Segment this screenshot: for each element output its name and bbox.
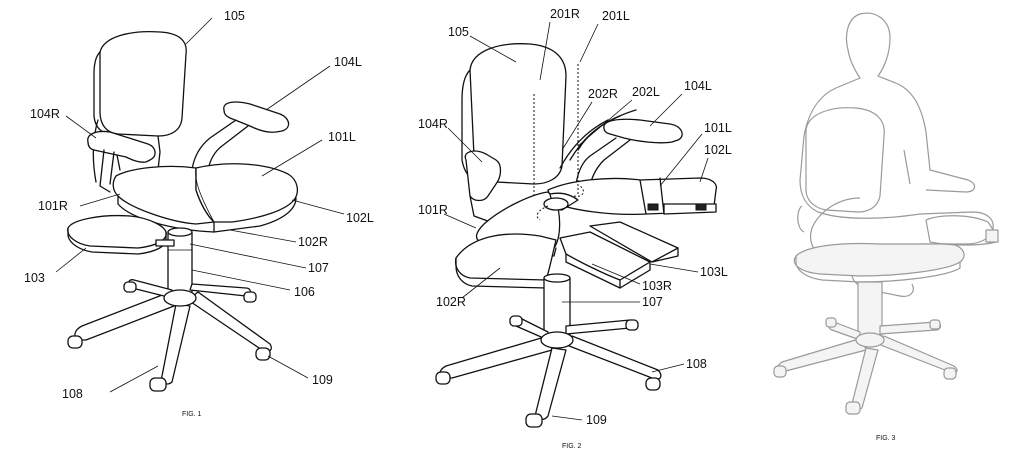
fig2-seat	[475, 177, 718, 257]
fig2-label: 103L	[700, 265, 728, 279]
fig2-reference-labels: 201R 201L 105 202R 202L 104L 104R 101L 1…	[418, 7, 732, 450]
fig1-reference-labels: 105 104L 104R 101L 101R 102L 102R 107 10…	[24, 9, 374, 418]
fig3-caption: FIG. 3	[876, 435, 896, 442]
fig1-label: 105	[224, 9, 245, 23]
fig1-backrest	[92, 30, 187, 183]
fig2-leg-support-right	[454, 233, 557, 289]
fig2-label: 104L	[684, 79, 712, 93]
fig1-column	[155, 227, 193, 298]
fig1-leg-support	[67, 214, 167, 255]
fig1-label: 102R	[298, 235, 328, 249]
fig1-casters	[67, 281, 271, 392]
fig2-label: 109	[586, 413, 607, 427]
fig1-label: 108	[62, 387, 83, 401]
fig2-label: 108	[686, 357, 707, 371]
fig1-label: 109	[312, 373, 333, 387]
fig2-swivel-mechanism	[533, 64, 637, 221]
fig1-caption: FIG. 1	[182, 411, 202, 418]
fig1-label: 104R	[30, 107, 60, 121]
fig2-label: 104R	[418, 117, 448, 131]
fig2-label: 202L	[632, 85, 660, 99]
figure-1-chair	[55, 17, 345, 393]
fig2-leg-support-left	[559, 221, 679, 289]
fig1-label: 107	[308, 261, 329, 275]
fig1-label: 102L	[346, 211, 374, 225]
fig2-label: 201R	[550, 7, 580, 21]
fig2-label: 102L	[704, 143, 732, 157]
fig1-armrest-right	[87, 130, 156, 193]
fig2-label: 102R	[436, 295, 466, 309]
fig1-label: 106	[294, 285, 315, 299]
fig2-base	[439, 317, 662, 421]
fig2-label: 101L	[704, 121, 732, 135]
fig3-reference-labels: FIG. 3	[876, 435, 896, 442]
fig1-armrest-left	[191, 101, 290, 171]
fig3-base	[773, 281, 958, 415]
fig2-caption: FIG. 2	[562, 443, 582, 450]
fig1-label: 101L	[328, 130, 356, 144]
fig1-base	[74, 279, 272, 385]
fig2-leader-lines	[443, 21, 709, 421]
fig2-label: 101R	[418, 203, 448, 217]
fig1-seat	[112, 163, 299, 233]
fig1-label: 103	[24, 271, 45, 285]
fig1-leader-lines	[55, 17, 345, 393]
fig2-label: 103R	[642, 279, 672, 293]
figure-2-chair	[435, 21, 718, 428]
fig2-label: 201L	[602, 9, 630, 23]
figure-3-seated-person	[773, 12, 999, 415]
fig1-label: 101R	[38, 199, 68, 213]
fig1-label: 104L	[334, 55, 362, 69]
fig3-chair	[793, 107, 999, 283]
fig2-casters	[435, 315, 661, 428]
fig2-label: 107	[642, 295, 663, 309]
fig2-armrest-right	[464, 150, 502, 225]
fig2-label: 105	[448, 25, 469, 39]
fig2-label: 202R	[588, 87, 618, 101]
